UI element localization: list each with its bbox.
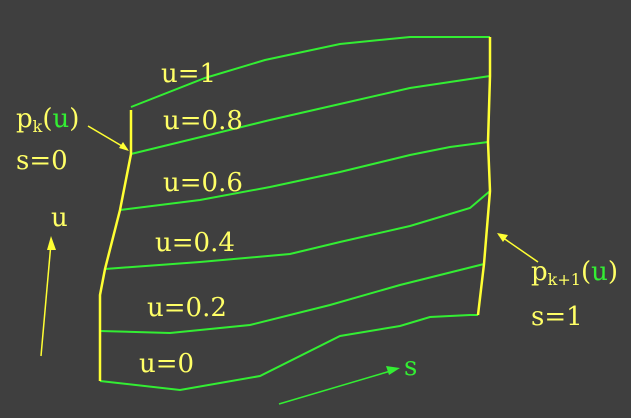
isoline-label-u-1: u=1	[161, 59, 217, 89]
left-boundary-curve	[98, 110, 133, 381]
isoline-label-u-0.6: u=0.6	[163, 168, 243, 198]
right-curve-param: u	[591, 257, 608, 287]
u-axis-label: u	[51, 203, 68, 233]
s-axis-label: s	[404, 352, 418, 382]
isoline-label-u-0.4: u=0.4	[155, 228, 235, 258]
left-curve-param: u	[52, 104, 70, 134]
right-curve-name: p	[531, 257, 548, 287]
left-curve-name: p	[16, 104, 33, 134]
left-curve-s-label: s=0	[16, 146, 68, 176]
left-curve-open-paren: (	[42, 104, 53, 134]
s-direction-arrow	[278, 366, 400, 405]
isoline-u-0.4	[104, 190, 491, 270]
isoline-u-0.2	[99, 263, 485, 335]
left-pointer-arrow	[87, 125, 129, 151]
right-curve-label: pk+1(u)	[531, 259, 618, 288]
left-curve-close-paren: )	[69, 104, 80, 134]
right-curve-s-label: s=1	[531, 302, 583, 332]
isoline-label-u-0: u=0	[139, 349, 195, 379]
right-pointer-arrow	[497, 233, 539, 263]
left-curve-subscript: k	[32, 117, 43, 136]
right-curve-open-paren: (	[580, 257, 592, 287]
isoline-u-0.8	[130, 75, 491, 155]
isoline-u-1	[130, 36, 490, 108]
u-direction-arrow	[40, 236, 56, 357]
right-boundary-curve	[476, 37, 492, 316]
right-curve-subscript: k+1	[547, 270, 581, 289]
isoline-u-0.6	[119, 141, 489, 211]
left-curve-label: pk(u)	[16, 106, 79, 135]
isoline-label-u-0.2: u=0.2	[147, 293, 227, 323]
isoline-u-0	[99, 314, 478, 392]
isoline-label-u-0.8: u=0.8	[163, 106, 243, 136]
right-curve-close-paren: )	[607, 257, 618, 287]
